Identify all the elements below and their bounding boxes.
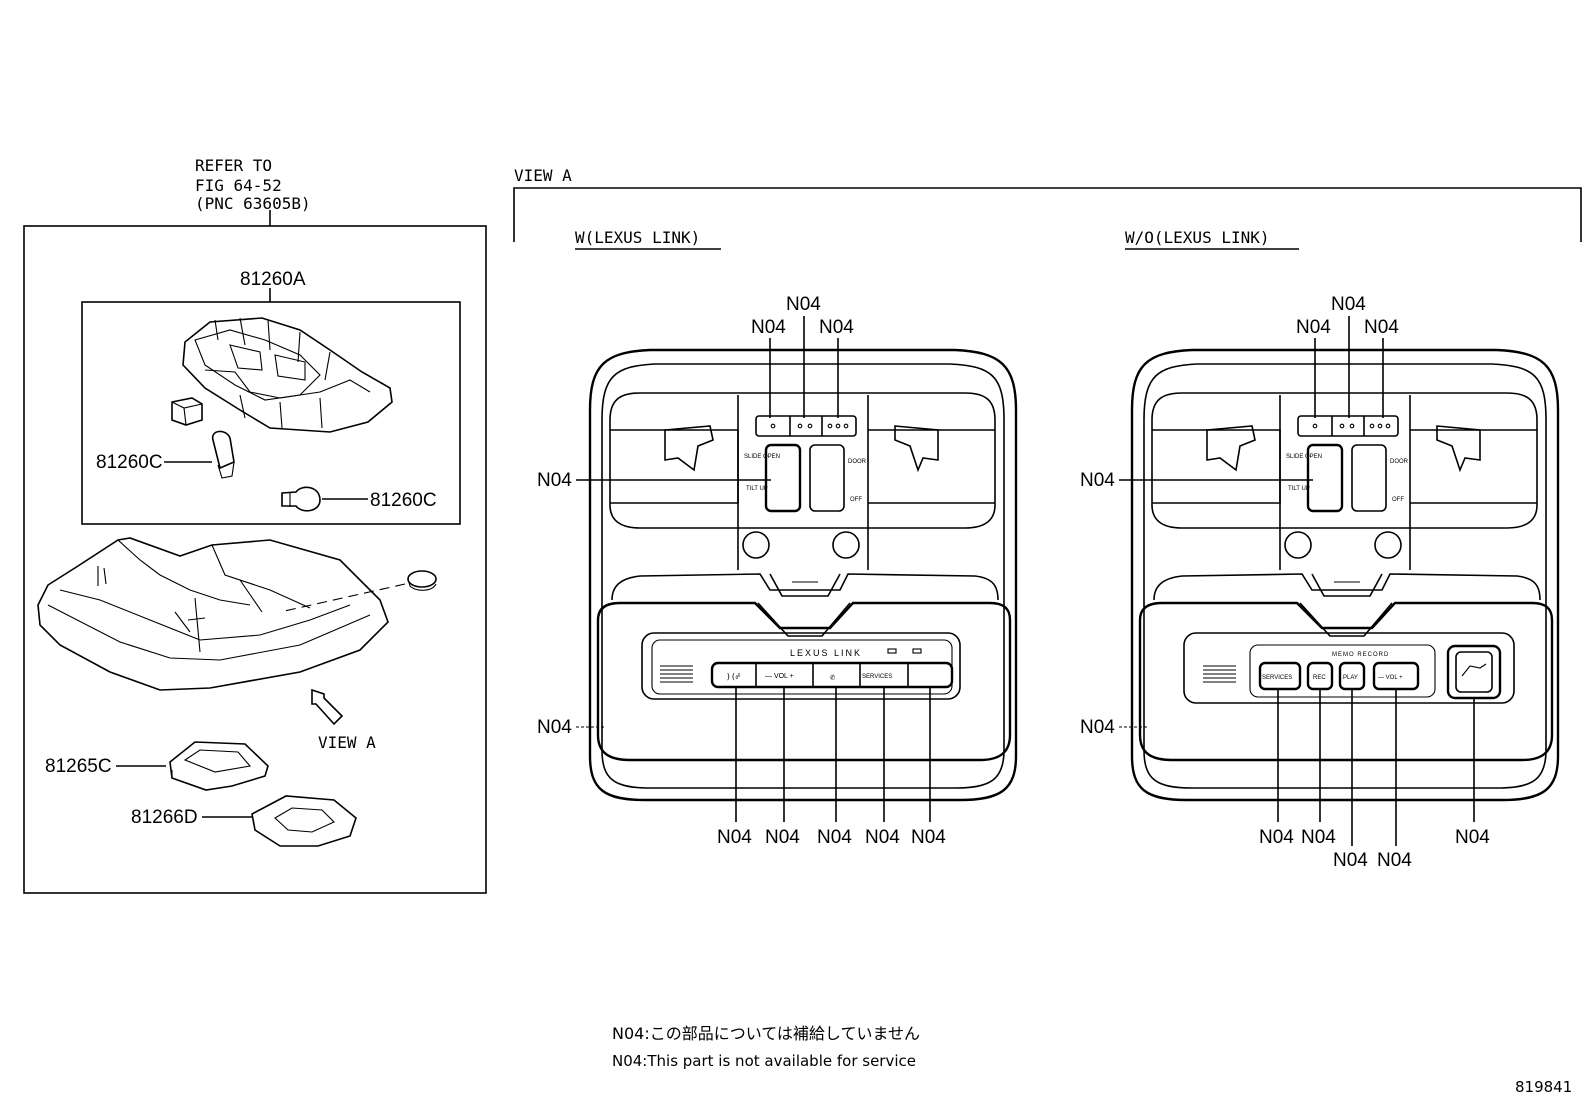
right-door: DOOR xyxy=(1390,459,1409,465)
variant-right-title: W/O(LEXUS LINK) xyxy=(1125,228,1270,247)
callout-right-b4: N04 xyxy=(1377,850,1412,871)
bezel-81266d-drawing xyxy=(251,795,357,847)
subassembly-frame xyxy=(81,301,461,525)
label-81260a: 81260A xyxy=(240,269,306,290)
callout-left-low: N04 xyxy=(537,717,572,738)
right-callouts: N04 N04 N04 N04 N04 N04 N04 N04 N04 N04 xyxy=(1080,294,1490,871)
callout-left-topr: N04 xyxy=(819,317,854,338)
assembly-frame xyxy=(23,225,487,894)
view-a-bracket xyxy=(513,187,1582,242)
callout-right-b5: N04 xyxy=(1455,827,1490,848)
callout-right-topr: N04 xyxy=(1364,317,1399,338)
callout-right-b3: N04 xyxy=(1333,850,1368,871)
right-off: OFF xyxy=(1392,497,1404,503)
bulb-upright-drawing xyxy=(211,430,235,479)
right-play: PLAY xyxy=(1343,675,1358,681)
right-slide-open: SLIDE OPEN xyxy=(1286,454,1322,460)
view-a-arrow xyxy=(311,688,344,726)
note-japanese: N04:この部品については補給していません xyxy=(612,1024,920,1043)
figure-id: 819841 xyxy=(1515,1078,1572,1096)
callout-left-b5: N04 xyxy=(911,827,946,848)
left-callouts: N04 N04 N04 N04 N04 N04 N04 N04 N04 N04 xyxy=(537,294,946,848)
left-tilt-up: TILT UP xyxy=(746,486,768,492)
variant-left-title: W(LEXUS LINK) xyxy=(575,228,700,247)
callout-left-b2: N04 xyxy=(765,827,800,848)
left-services: SERVICES xyxy=(862,674,892,680)
label-81260c-left: 81260C xyxy=(96,452,163,473)
note-english: N04:This part is not available for servi… xyxy=(612,1052,916,1070)
callout-left-b3: N04 xyxy=(817,827,852,848)
label-81266d: 81266D xyxy=(131,807,198,828)
right-rec: REC xyxy=(1313,675,1326,681)
svg-text:✆: ✆ xyxy=(830,673,836,683)
view-a-arrow-label: VIEW A xyxy=(318,733,376,752)
refer-line1: REFER TO xyxy=(195,156,272,175)
clip-drawing xyxy=(171,397,203,426)
right-tilt-up: TILT UP xyxy=(1288,486,1310,492)
left-off: OFF xyxy=(850,497,862,503)
label-81265c: 81265C xyxy=(45,756,112,777)
left-vol: — VOL + xyxy=(765,673,794,680)
callout-right-topl: N04 xyxy=(1296,317,1331,338)
refer-line2: FIG 64-52 xyxy=(195,176,282,195)
refer-line3: (PNC 63605B) xyxy=(195,194,311,213)
bezel-81265c-drawing xyxy=(169,741,269,791)
cover-assembly-drawing xyxy=(37,537,389,691)
callout-right-low: N04 xyxy=(1080,717,1115,738)
lamp-housing-drawing xyxy=(182,317,393,433)
view-a-header: VIEW A xyxy=(514,166,572,185)
plug-dashed-line xyxy=(279,583,406,613)
left-slide-open: SLIDE OPEN xyxy=(744,454,780,460)
callout-right-b1: N04 xyxy=(1259,827,1294,848)
console-panel-right: SLIDE OPEN TILT UP DOOR OFF MEMO RECORD … xyxy=(1130,348,1560,802)
svg-text:)(☍: )(☍ xyxy=(726,672,741,681)
callout-right-mid: N04 xyxy=(1080,470,1115,491)
console-panel-left: SLIDE OPEN TILT UP DOOR OFF LEXUS LINK )… xyxy=(588,348,1018,802)
callout-left-b1: N04 xyxy=(717,827,752,848)
callout-left-mid: N04 xyxy=(537,470,572,491)
plug-drawing xyxy=(407,570,437,591)
right-vol: — VOL + xyxy=(1378,675,1403,681)
callout-left-topl: N04 xyxy=(751,317,786,338)
callout-right-b2: N04 xyxy=(1301,827,1336,848)
bulb-horizontal-drawing xyxy=(281,486,321,512)
callout-right-top: N04 xyxy=(1331,294,1366,315)
right-services: SERVICES xyxy=(1262,675,1292,681)
label-81260c-right: 81260C xyxy=(370,490,437,511)
right-memo: MEMO RECORD xyxy=(1332,652,1389,658)
left-door: DOOR xyxy=(848,459,867,465)
left-brand: LEXUS LINK xyxy=(790,648,862,658)
callout-left-b4: N04 xyxy=(865,827,900,848)
callout-left-top: N04 xyxy=(786,294,821,315)
